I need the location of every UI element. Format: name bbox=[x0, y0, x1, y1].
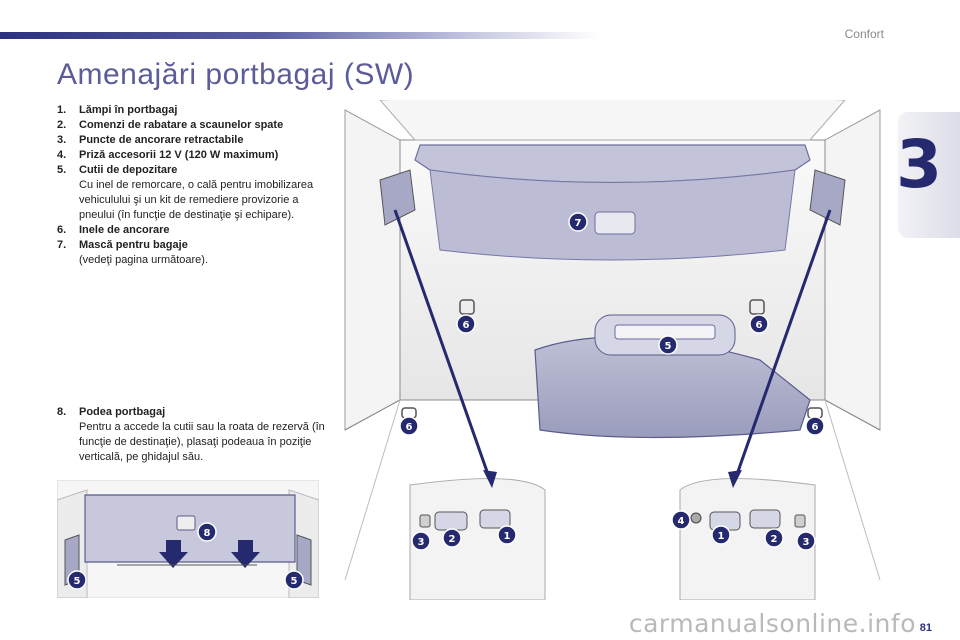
legend-number: 4. bbox=[57, 149, 67, 161]
legend-label: Lămpi în portbagaj bbox=[79, 104, 178, 116]
legend-label: Inele de ancorare bbox=[79, 224, 170, 236]
svg-text:7: 7 bbox=[575, 218, 582, 229]
callout-1: 1 bbox=[711, 525, 731, 545]
svg-text:1: 1 bbox=[718, 531, 725, 542]
callout-1: 1 bbox=[497, 525, 517, 545]
svg-text:1: 1 bbox=[504, 531, 511, 542]
legend-number: 1. bbox=[57, 104, 67, 116]
callout-3: 3 bbox=[796, 531, 816, 551]
legend-list: 1. Lămpi în portbagaj 2. Comenzi de raba… bbox=[57, 103, 327, 268]
legend-item: 8. Podea portbagaj bbox=[57, 405, 327, 420]
legend-number: 6. bbox=[57, 224, 67, 236]
callout-5: 5 bbox=[284, 570, 304, 590]
floor-illustration: 8 5 5 bbox=[57, 480, 319, 598]
svg-text:2: 2 bbox=[449, 534, 456, 545]
svg-text:2: 2 bbox=[771, 534, 778, 545]
legend-description: Cu inel de remorcare, o cală pentru imob… bbox=[79, 179, 314, 221]
legend-number: 8. bbox=[57, 406, 67, 418]
callout-4: 4 bbox=[671, 510, 691, 530]
legend-item: 4. Priză accesorii 12 V (120 W maximum) bbox=[57, 148, 327, 163]
section-label: Confort bbox=[844, 27, 884, 41]
legend-description: (vedeţi pagina următoare). bbox=[79, 254, 209, 266]
page-number: 81 bbox=[919, 622, 932, 634]
legend-label: Puncte de ancorare retractabile bbox=[79, 134, 244, 146]
legend-item: 1. Lămpi în portbagaj bbox=[57, 103, 327, 118]
callout-5: 5 bbox=[67, 570, 87, 590]
legend-number: 5. bbox=[57, 164, 67, 176]
callout-3: 3 bbox=[411, 531, 431, 551]
page-title: Amenajări portbagaj (SW) bbox=[57, 58, 415, 91]
legend-item: 5. Cutii de depozitare bbox=[57, 163, 327, 178]
trunk-illustration bbox=[340, 100, 885, 600]
legend-description: Pentru a accede la cutii sau la roata de… bbox=[79, 421, 325, 463]
svg-text:5: 5 bbox=[74, 576, 81, 587]
legend-label: Cutii de depozitare bbox=[79, 164, 178, 176]
svg-text:6: 6 bbox=[406, 422, 413, 433]
callout-5: 5 bbox=[658, 335, 678, 355]
chapter-tab bbox=[898, 112, 960, 238]
legend-number: 2. bbox=[57, 119, 67, 131]
legend-label: Priză accesorii 12 V (120 W maximum) bbox=[79, 149, 279, 161]
legend-number: 3. bbox=[57, 134, 67, 146]
legend-label: Podea portbagaj bbox=[79, 406, 166, 418]
svg-text:5: 5 bbox=[291, 576, 298, 587]
svg-text:4: 4 bbox=[678, 516, 685, 527]
svg-text:6: 6 bbox=[756, 320, 763, 331]
chapter-number: 3 bbox=[896, 126, 942, 203]
legend-number: 7. bbox=[57, 239, 67, 251]
svg-text:5: 5 bbox=[665, 341, 672, 352]
svg-text:6: 6 bbox=[463, 320, 470, 331]
legend-item: 7. Mască pentru bagaje bbox=[57, 238, 327, 253]
callout-8: 8 bbox=[197, 522, 217, 542]
legend-label: Comenzi de rabatare a scaunelor spate bbox=[79, 119, 284, 131]
header-decor-bar bbox=[0, 32, 600, 39]
legend-label: Mască pentru bagaje bbox=[79, 239, 188, 251]
callout-2: 2 bbox=[442, 528, 462, 548]
legend-item: 2. Comenzi de rabatare a scaunelor spate bbox=[57, 118, 327, 133]
callout-6: 6 bbox=[399, 416, 419, 436]
svg-text:3: 3 bbox=[803, 537, 810, 548]
legend-item: 6. Inele de ancorare bbox=[57, 223, 327, 238]
legend-list-floor: 8. Podea portbagaj Pentru a accede la cu… bbox=[57, 405, 327, 465]
callout-6: 6 bbox=[749, 314, 769, 334]
svg-text:3: 3 bbox=[418, 537, 425, 548]
svg-text:6: 6 bbox=[812, 422, 819, 433]
callout-6: 6 bbox=[805, 416, 825, 436]
callout-2: 2 bbox=[764, 528, 784, 548]
callout-6: 6 bbox=[456, 314, 476, 334]
watermark: carmanualsonline.info bbox=[628, 609, 916, 638]
svg-text:8: 8 bbox=[204, 528, 211, 539]
legend-item: 3. Puncte de ancorare retractabile bbox=[57, 133, 327, 148]
callout-7: 7 bbox=[568, 212, 588, 232]
